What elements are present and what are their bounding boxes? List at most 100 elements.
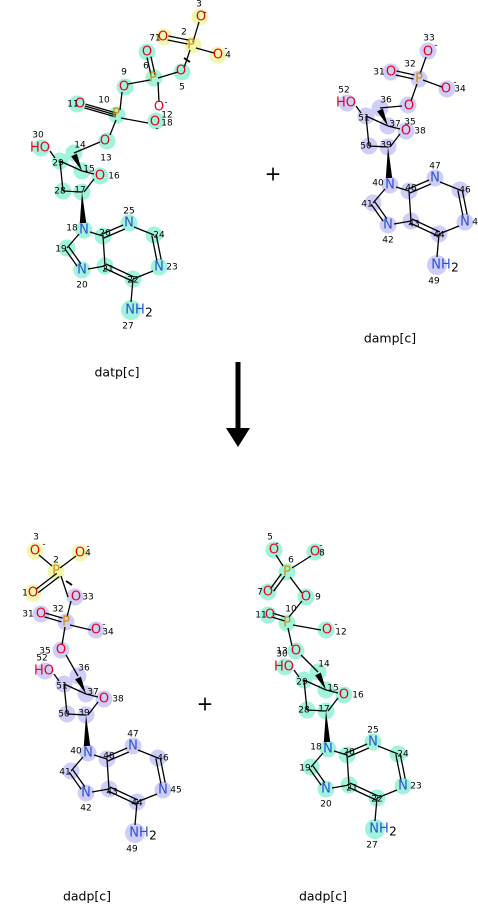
bond: [68, 246, 82, 265]
bond: [347, 747, 370, 758]
atom-number: 47: [429, 162, 440, 172]
bond: [167, 39, 188, 45]
bond: [85, 693, 99, 698]
atom-number: 18: [66, 224, 78, 234]
atom-number: 15: [83, 165, 94, 175]
charge-sign: -: [203, 8, 206, 18]
atom-highlight: [75, 221, 93, 239]
atom-symbol: O: [401, 124, 411, 139]
bond: [93, 754, 108, 760]
atom-symbol: O: [158, 30, 168, 45]
atom-symbol: O: [322, 623, 332, 638]
atom-number: 13: [276, 647, 287, 657]
reaction-arrow-shaft: [235, 362, 241, 428]
bond: [59, 160, 64, 192]
atom-symbol: P: [283, 565, 291, 580]
bond: [53, 673, 60, 682]
atom-number: 26: [99, 229, 111, 239]
atom-symbol: NH: [431, 258, 451, 273]
atom-symbol: HO: [34, 664, 54, 679]
atom-highlight: [91, 167, 109, 185]
bond: [62, 190, 83, 193]
bond: [303, 679, 308, 711]
atom-symbol: O: [30, 544, 40, 559]
atom-symbol: O: [386, 65, 396, 80]
bond: [107, 790, 137, 805]
atom-symbol: P: [149, 71, 157, 86]
atom-number: 19: [55, 245, 67, 255]
bond: [271, 616, 285, 622]
atom-number: 18: [310, 743, 322, 753]
bond: [393, 220, 412, 225]
molecule-name-datp: datp[c]: [94, 365, 139, 380]
bond: [379, 105, 403, 109]
atom-number: 27: [122, 322, 133, 332]
bond: [103, 267, 133, 282]
atom-symbol: HO: [30, 141, 50, 156]
atom-number: 45: [472, 218, 478, 228]
atom-number: 71: [149, 34, 160, 44]
charge-sign: -: [275, 539, 278, 549]
atom-number: 21: [346, 784, 357, 794]
atom-highlight: [317, 780, 335, 798]
atom-symbol: O: [269, 543, 279, 558]
bond: [66, 600, 72, 618]
bond: [325, 689, 339, 694]
atom-symbol: NH: [129, 826, 149, 841]
atom-number: 35: [404, 118, 415, 128]
charge-sign: -: [319, 541, 322, 551]
bond: [183, 57, 191, 63]
atom-number: 11: [67, 100, 78, 110]
atom-number: 37: [87, 688, 98, 698]
bond: [130, 278, 134, 303]
atom-number: 48: [103, 752, 115, 762]
bond: [395, 754, 402, 780]
atom-number: 12: [161, 111, 172, 121]
bond: [387, 125, 401, 130]
atom-number: 31: [373, 68, 384, 78]
bond: [37, 576, 60, 594]
bond: [68, 771, 82, 790]
bond: [300, 654, 319, 673]
atom-number: 6: [288, 556, 294, 566]
atom-number: 37: [389, 120, 400, 130]
bond: [84, 107, 116, 118]
bond: [101, 224, 124, 235]
bond: [395, 186, 410, 192]
atom-highlight: [124, 737, 142, 755]
atom-highlight: [317, 621, 335, 639]
atom-number: 15: [327, 684, 338, 694]
bond: [192, 21, 200, 43]
subscript: 2: [145, 306, 153, 320]
bond: [345, 743, 368, 754]
bond: [87, 701, 99, 716]
bond: [91, 788, 110, 793]
atom-highlight: [364, 733, 382, 751]
atom-symbol: O: [310, 545, 320, 560]
atom-number: 9: [315, 593, 321, 603]
bond: [65, 654, 79, 677]
bond: [64, 248, 78, 267]
atom-symbol: N: [398, 779, 408, 794]
atom-number: 19: [299, 764, 311, 774]
atom-number: 3: [196, 0, 202, 10]
atom-highlight: [278, 614, 296, 632]
atom-highlight: [335, 686, 353, 704]
bond: [310, 752, 324, 768]
atom-number: 52: [36, 654, 47, 664]
atom-number: 7: [257, 588, 263, 598]
reaction-arrow-head: [226, 428, 250, 447]
atom-highlight: [438, 80, 456, 98]
atom-symbol: N: [154, 260, 164, 275]
atom-symbol: N: [385, 178, 395, 193]
subscript: 2: [451, 261, 459, 275]
atom-number: 23: [166, 263, 177, 273]
atom-highlight: [155, 28, 173, 46]
atom-symbol: O: [301, 590, 311, 605]
bond: [127, 79, 151, 85]
bond: [273, 575, 286, 592]
atom-number: 39: [380, 141, 392, 151]
atom-highlight: [379, 216, 397, 234]
bond: [438, 225, 460, 235]
bond: [157, 71, 179, 79]
